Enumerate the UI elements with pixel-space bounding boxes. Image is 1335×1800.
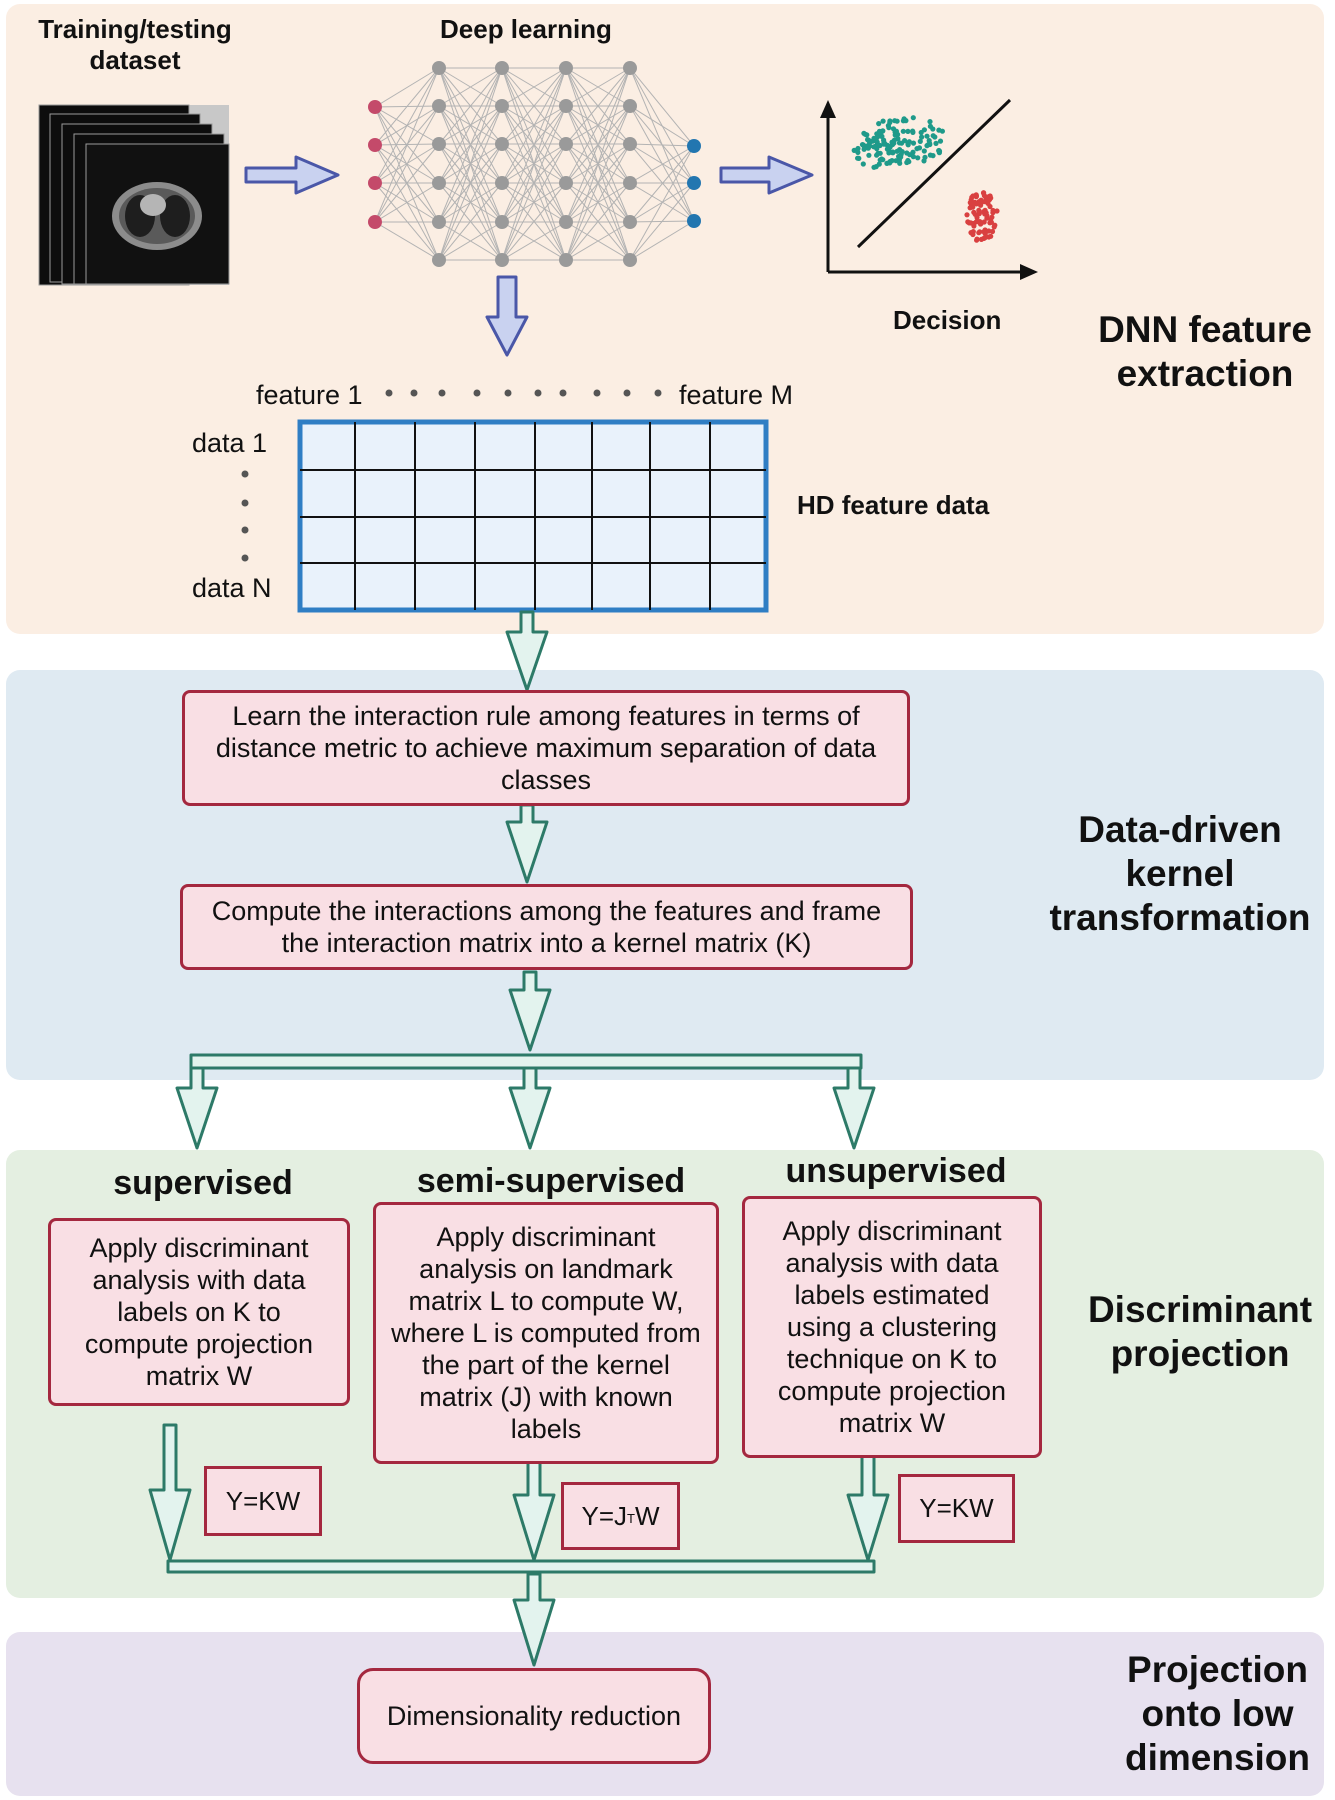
section-title-dnn: DNN feature extraction [1098,309,1312,394]
arrow-split-to-supervised [175,1066,219,1150]
feature-ellipsis-icon [385,389,662,397]
decision-label: Decision [893,305,1002,335]
semi-supervised-box: Apply discriminant analysis on landmark … [373,1202,719,1464]
kernel-step1-box: Learn the interaction rule among feature… [182,690,910,806]
dataset-label: Training/testing dataset [38,14,232,75]
decision-plot-icon [820,98,1038,280]
data-ellipsis-icon [241,470,249,562]
arrow-split-to-semi [508,1066,552,1150]
arrow-grid-to-kernel [505,610,549,692]
hd-feature-grid [297,419,769,613]
equation-semi-tail: W [634,1500,660,1531]
arrow-step1-to-step2 [505,803,549,884]
ct-scan-stack-icon [38,104,230,286]
equation-semi-superscript: T [627,1510,635,1526]
section-title-kernel: Data-driven kernel transformation [1049,809,1311,938]
supervised-box: Apply discriminant analysis with data la… [48,1218,350,1406]
deep-learning-label: Deep learning [440,14,612,44]
arrow-dataset-to-network [244,155,340,195]
arrow-unsupervised-down [846,1454,890,1562]
branch-title-supervised: supervised [113,1164,293,1202]
branch-title-unsupervised: unsupervised [785,1152,1007,1190]
section-title-discriminant: Discriminant projection [1087,1289,1313,1374]
branch-title-semi-supervised: semi-supervised [416,1162,686,1200]
feature-last-label: feature M [679,380,794,410]
arrow-step2-to-split [508,970,552,1052]
arrow-split-bar [189,1053,863,1070]
arrow-merge-bar [166,1559,876,1574]
data-first-label: data 1 [192,428,268,458]
unsupervised-box: Apply discriminant analysis with data la… [742,1196,1042,1458]
kernel-step2-box: Compute the interactions among the featu… [180,884,913,970]
equation-semi-base: Y=J [581,1500,628,1531]
dimensionality-reduction-box: Dimensionality reduction [357,1668,711,1764]
equation-supervised: Y=KW [204,1466,322,1536]
arrow-supervised-down [148,1423,192,1562]
feature-first-label: feature 1 [256,380,363,410]
equation-unsupervised: Y=KW [898,1474,1015,1543]
arrow-split-to-unsupervised [832,1066,876,1150]
section-title-projection: Projection onto low dimension [1124,1649,1311,1778]
arrow-merge-to-final [512,1572,556,1667]
neural-network-icon [368,61,701,267]
hd-feature-label: HD feature data [797,490,990,520]
arrow-network-to-decision [719,155,814,195]
data-last-label: data N [192,573,272,603]
arrow-network-to-features [485,275,529,357]
arrow-semi-down [512,1460,556,1562]
